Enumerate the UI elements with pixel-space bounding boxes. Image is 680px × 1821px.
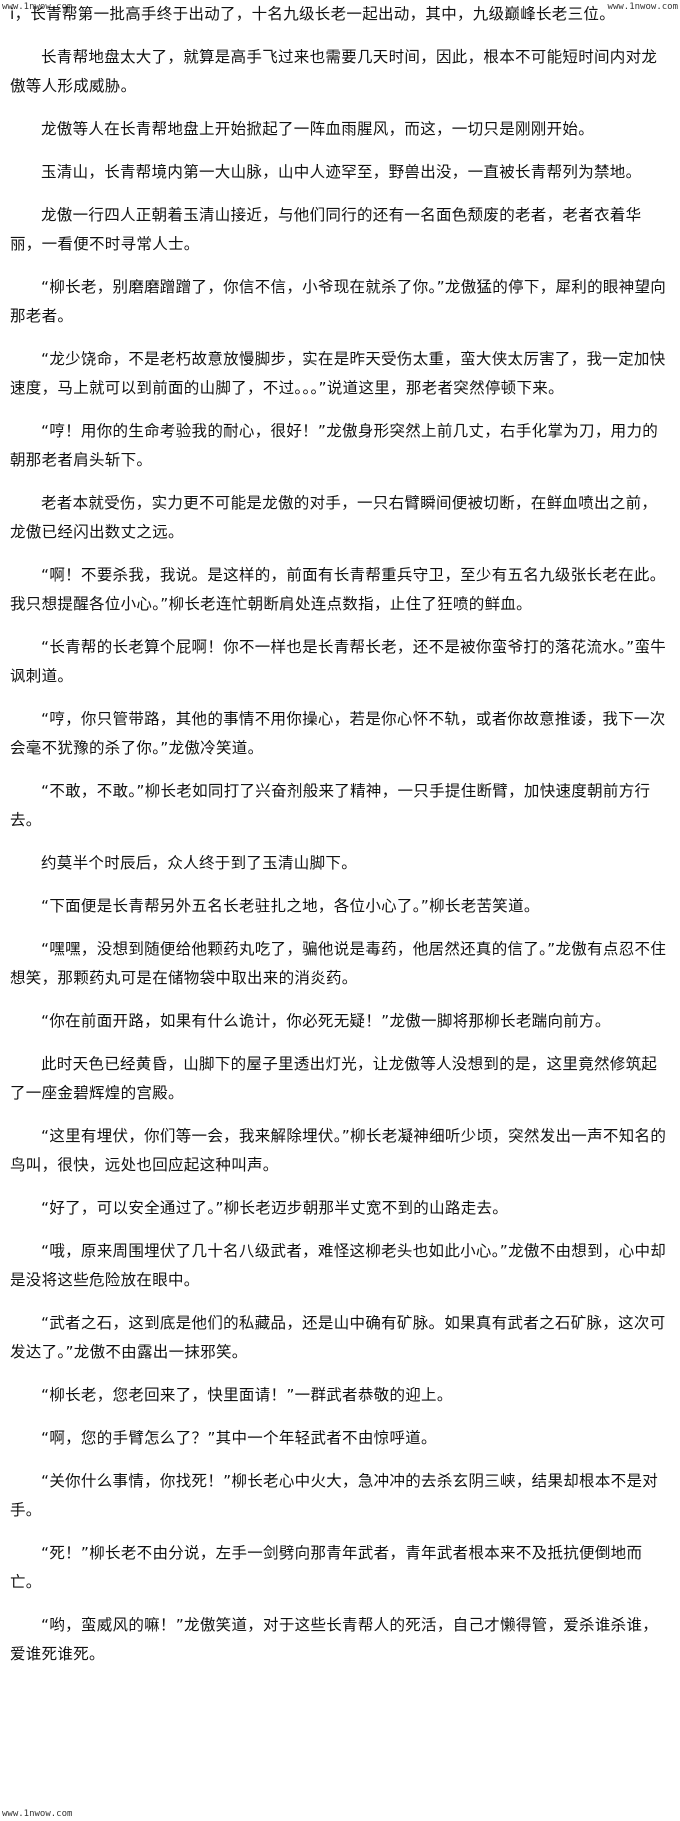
paragraph: “不敢，不敢。”柳长老如同打了兴奋剂般来了精神，一只手提住断臂，加快速度朝前方行… <box>10 782 651 829</box>
article-body: i，长青帮第一批高手终于出动了，十名九级长老一起出动，其中，九级巅峰长老三位。 … <box>10 0 672 1669</box>
paragraph: “长青帮的长老算个屁啊！你不一样也是长青帮长老，还不是被你蛮爷打的落花流水。”蛮… <box>10 638 667 685</box>
paragraph: “武者之石，这到底是他们的私藏品，还是山中确有矿脉。如果真有武者之石矿脉，这次可… <box>10 1314 666 1361</box>
paragraph: 约莫半个时辰后，众人终于到了玉清山脚下。 <box>41 854 358 872</box>
paragraph: 玉清山，长青帮境内第一大山脉，山中人迹罕至，野兽出没，一直被长青帮列为禁地。 <box>41 163 642 181</box>
paragraph: “嘿嘿，没想到随便给他颗药丸吃了，骗他说是毒药，他居然还真的信了。”龙傲有点忍不… <box>10 940 667 987</box>
paragraph: “你在前面开路，如果有什么诡计，你必死无疑！”龙傲一脚将那柳长老踹向前方。 <box>41 1012 611 1030</box>
paragraph: “哦，原来周围埋伏了几十名八级武者，难怪这柳老头也如此小心。”龙傲不由想到，心中… <box>10 1242 667 1289</box>
paragraph: “好了，可以安全通过了。”柳长老迈步朝那半丈宽不到的山路走去。 <box>41 1199 509 1217</box>
watermark-top-right: www.1nwow.com <box>607 2 678 12</box>
paragraph: “啊！不要杀我，我说。是这样的，前面有长青帮重兵守卫，至少有五名九级张长老在此。… <box>10 566 666 613</box>
paragraph: 龙傲一行四人正朝着玉清山接近，与他们同行的还有一名面色颓废的老者，老者衣着华丽，… <box>10 206 642 253</box>
paragraph: “哼！用你的生命考验我的耐心，很好！”龙傲身形突然上前几丈，右手化掌为刀，用力的… <box>10 422 659 469</box>
watermark-bottom-left: www.1nwow.com <box>2 1809 73 1819</box>
paragraph: “啊，您的手臂怎么了？”其中一个年轻武者不由惊呼道。 <box>41 1429 437 1447</box>
paragraph: 龙傲等人在长青帮地盘上开始掀起了一阵血雨腥风，而这，一切只是刚刚开始。 <box>41 120 595 138</box>
paragraph: “下面便是长青帮另外五名长老驻扎之地，各位小心了。”柳长老苦笑道。 <box>41 897 540 915</box>
paragraph: “龙少饶命，不是老朽故意放慢脚步，实在是昨天受伤太重，蛮大侠太厉害了，我一定加快… <box>10 350 666 397</box>
paragraph: “柳长老，您老回来了，快里面请！”一群武者恭敬的迎上。 <box>41 1386 453 1404</box>
paragraph: “这里有埋伏，你们等一会，我来解除埋伏。”柳长老凝神细听少顷，突然发出一声不知名… <box>10 1127 667 1174</box>
paragraph: 老者本就受伤，实力更不可能是龙傲的对手，一只右臂瞬间便被切断，在鲜血喷出之前，龙… <box>10 494 658 541</box>
paragraph: 长青帮地盘太大了，就算是高手飞过来也需要几天时间，因此，根本不可能短时间内对龙傲… <box>10 48 658 95</box>
paragraph: “哟，蛮威风的嘛！”龙傲笑道，对于这些长青帮人的死活，自己才懒得管，爱杀谁杀谁，… <box>10 1616 659 1663</box>
watermark-top-left: www.1nwow.com <box>2 2 73 12</box>
paragraph: i，长青帮第一批高手终于出动了，十名九级长老一起出动，其中，九级巅峰长老三位。 <box>10 5 616 23</box>
paragraph: “关你什么事情，你找死！”柳长老心中火大，急冲冲的去杀玄阴三峡，结果却根本不是对… <box>10 1472 659 1519</box>
paragraph: “死！”柳长老不由分说，左手一剑劈向那青年武者，青年武者根本来不及抵抗便倒地而亡… <box>10 1544 643 1591</box>
paragraph: “哼，你只管带路，其他的事情不用你操心，若是你心怀不轨，或者你故意推诿，我下一次… <box>10 710 666 757</box>
paragraph: 此时天色已经黄昏，山脚下的屋子里透出灯光，让龙傲等人没想到的是，这里竟然修筑起了… <box>10 1055 658 1102</box>
paragraph: “柳长老，别磨磨蹭蹭了，你信不信，小爷现在就杀了你。”龙傲猛的停下，犀利的眼神望… <box>10 278 667 325</box>
